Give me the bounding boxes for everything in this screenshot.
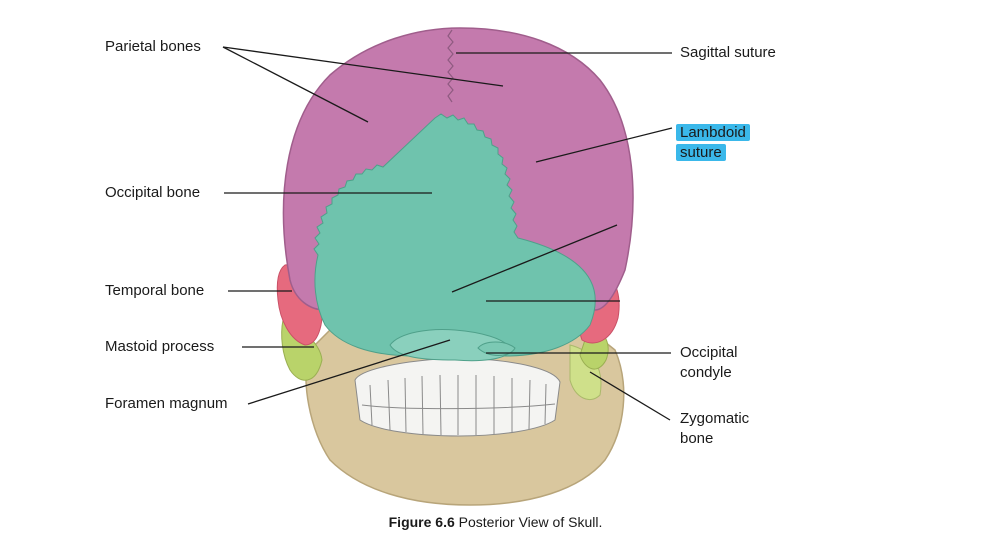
label-lambdoid-line1: Lambdoid <box>676 124 750 141</box>
label-temporal-bone: Temporal bone <box>105 282 205 299</box>
label-occipital-bone: Occipital bone <box>105 184 201 201</box>
label-occipital-condyle-line2: condyle <box>680 364 732 381</box>
figure-caption: Figure 6.6 Posterior View of Skull. <box>0 514 991 530</box>
occipital-shape <box>313 113 596 357</box>
label-parietal-bones: Parietal bones <box>105 38 201 55</box>
figure-number: Figure 6.6 <box>388 514 455 530</box>
label-mastoid-process: Mastoid process <box>105 338 215 355</box>
sagittal-suture-shape <box>447 29 454 103</box>
figure-caption-text: Posterior View of Skull. <box>458 514 603 530</box>
label-zygomatic-bone: Zygomatic bone <box>680 409 749 449</box>
teeth <box>354 357 561 437</box>
label-occipital-condyle-line1: Occipital <box>680 344 738 361</box>
leader-lines <box>222 46 673 421</box>
label-foramen-magnum: Foramen magnum <box>105 395 228 412</box>
label-sagittal-suture: Sagittal suture <box>680 44 776 61</box>
label-occipital-condyle: Occipital condyle <box>680 343 738 383</box>
label-zygomatic-line2: bone <box>680 430 714 447</box>
label-lambdoid-suture: Lambdoid suture <box>676 123 750 163</box>
label-lambdoid-line2: suture <box>676 144 726 161</box>
label-zygomatic-line1: Zygomatic <box>680 410 750 427</box>
occipital-condyle-shape <box>477 341 516 356</box>
